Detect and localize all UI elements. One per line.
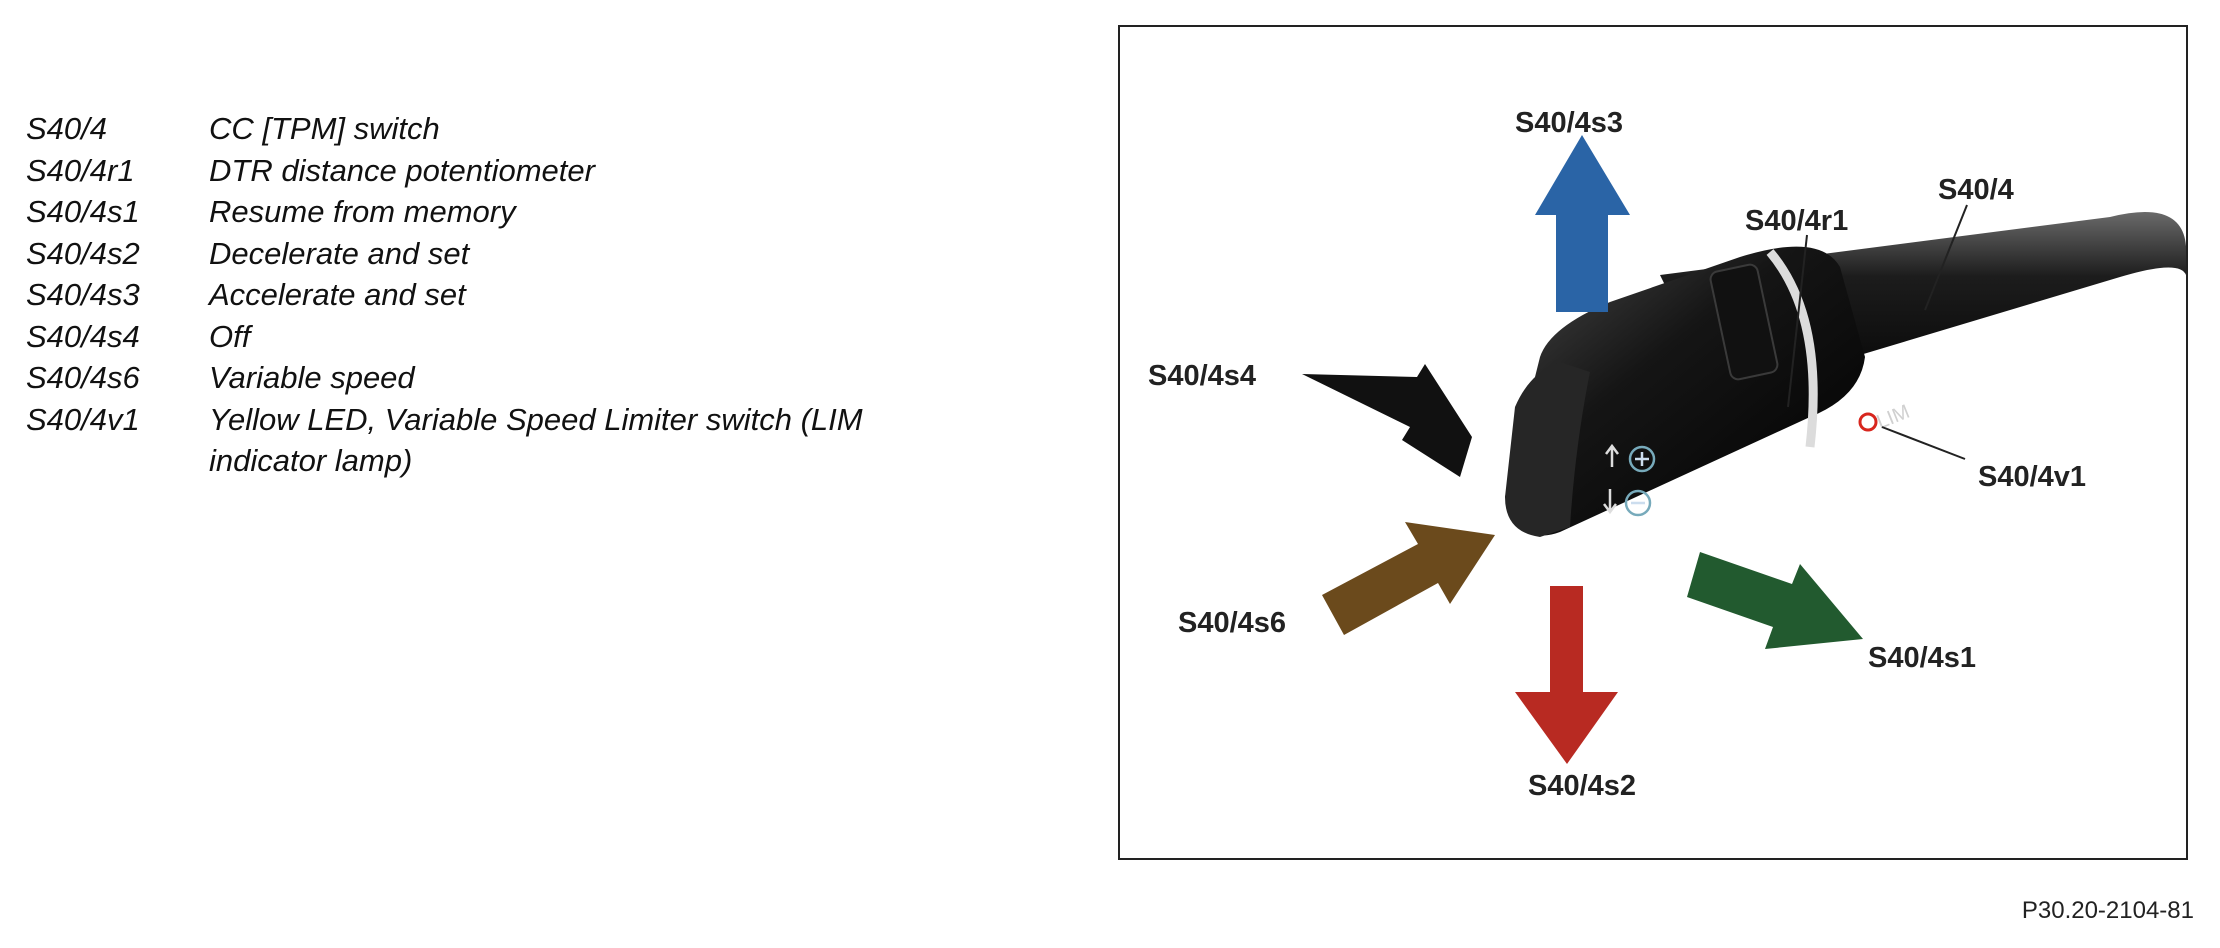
figure-reference-number: P30.20-2104-81 bbox=[2021, 897, 2194, 924]
arrow-s40-4s6 bbox=[1322, 522, 1495, 635]
legend-description: DTR distance potentiometer bbox=[209, 152, 595, 188]
legend-list: S40/4 CC [TPM] switch S40/4r1 DTR distan… bbox=[26, 108, 1026, 482]
legend-code: S40/4v1 bbox=[26, 401, 140, 437]
legend-description: Resume from memory bbox=[209, 194, 516, 229]
legend-row: S40/4s4 Off bbox=[26, 316, 1026, 358]
legend-description: CC [TPM] switch bbox=[209, 111, 440, 146]
leader-line-s40-4v1 bbox=[1881, 426, 1966, 460]
legend-description: Yellow LED, Variable Speed Limiter switc… bbox=[209, 401, 863, 479]
legend-code: S40/4s4 bbox=[26, 318, 140, 354]
legend-code: S40/4r1 bbox=[26, 152, 135, 188]
legend-row: S40/4s3 Accelerate and set bbox=[26, 274, 1026, 316]
lim-indicator-lamp bbox=[1858, 412, 1878, 432]
lever-chrome-ring bbox=[1766, 249, 1818, 448]
plus-symbol-icon bbox=[1635, 452, 1649, 466]
label-s40-4r1: S40/4r1 bbox=[1745, 205, 1849, 237]
legend-description: Off bbox=[209, 318, 251, 354]
label-s40-4s2: S40/4s2 bbox=[1528, 770, 1637, 802]
legend-code: S40/4s3 bbox=[26, 277, 140, 312]
legend-code: S40/4 bbox=[26, 111, 108, 146]
arrow-s40-4s1 bbox=[1687, 552, 1863, 649]
legend-row: S40/4s6 Variable speed bbox=[26, 357, 1026, 399]
minus-symbol-icon bbox=[1624, 489, 1652, 517]
lever-tip-face bbox=[1505, 362, 1590, 537]
label-s40-4s4: S40/4s4 bbox=[1148, 360, 1257, 392]
legend-row: S40/4v1 Yellow LED, Variable Speed Limit… bbox=[26, 399, 1026, 482]
arrow-s40-4s4 bbox=[1302, 364, 1472, 477]
label-s40-4s6: S40/4s6 bbox=[1178, 607, 1287, 639]
legend-row: S40/4s1 Resume from memory bbox=[26, 191, 1026, 233]
label-s40-4: S40/4 bbox=[1938, 174, 2014, 206]
up-arrow-icon bbox=[1605, 443, 1619, 467]
distance-potentiometer-wheel bbox=[1709, 263, 1779, 381]
legend-code: S40/4s6 bbox=[26, 360, 140, 395]
label-s40-4v1: S40/4v1 bbox=[1978, 461, 2087, 493]
down-arrow-icon bbox=[1603, 489, 1617, 515]
legend-description: Decelerate and set bbox=[209, 235, 470, 271]
legend-description: Accelerate and set bbox=[209, 277, 466, 312]
leader-line-s40-4r1 bbox=[1787, 234, 1808, 408]
legend-row: S40/4s2 Decelerate and set bbox=[26, 233, 1026, 275]
figure-frame: LIM S40/4s3 S40/4r1 S40/4 S40/4s4 S40/4v… bbox=[1118, 25, 2188, 860]
legend-description: Variable speed bbox=[209, 360, 415, 395]
cruise-control-lever: LIM bbox=[1505, 212, 2186, 537]
label-s40-4s1: S40/4s1 bbox=[1868, 642, 1977, 674]
legend-row: S40/4r1 DTR distance potentiometer bbox=[26, 150, 1026, 192]
leader-line-s40-4 bbox=[1924, 204, 1968, 311]
arrow-s40-4s3 bbox=[1535, 135, 1630, 312]
arrow-s40-4s2 bbox=[1515, 586, 1618, 764]
legend-code: S40/4s1 bbox=[26, 194, 140, 229]
label-s40-4s3: S40/4s3 bbox=[1515, 107, 1624, 139]
plus-symbol-icon bbox=[1628, 445, 1656, 473]
lever-head bbox=[1505, 246, 1865, 536]
lim-switch-marking: LIM bbox=[1874, 401, 1913, 434]
legend-row: S40/4 CC [TPM] switch bbox=[26, 108, 1026, 150]
switch-diagram: LIM bbox=[1302, 135, 2186, 764]
legend-code: S40/4s2 bbox=[26, 235, 140, 271]
